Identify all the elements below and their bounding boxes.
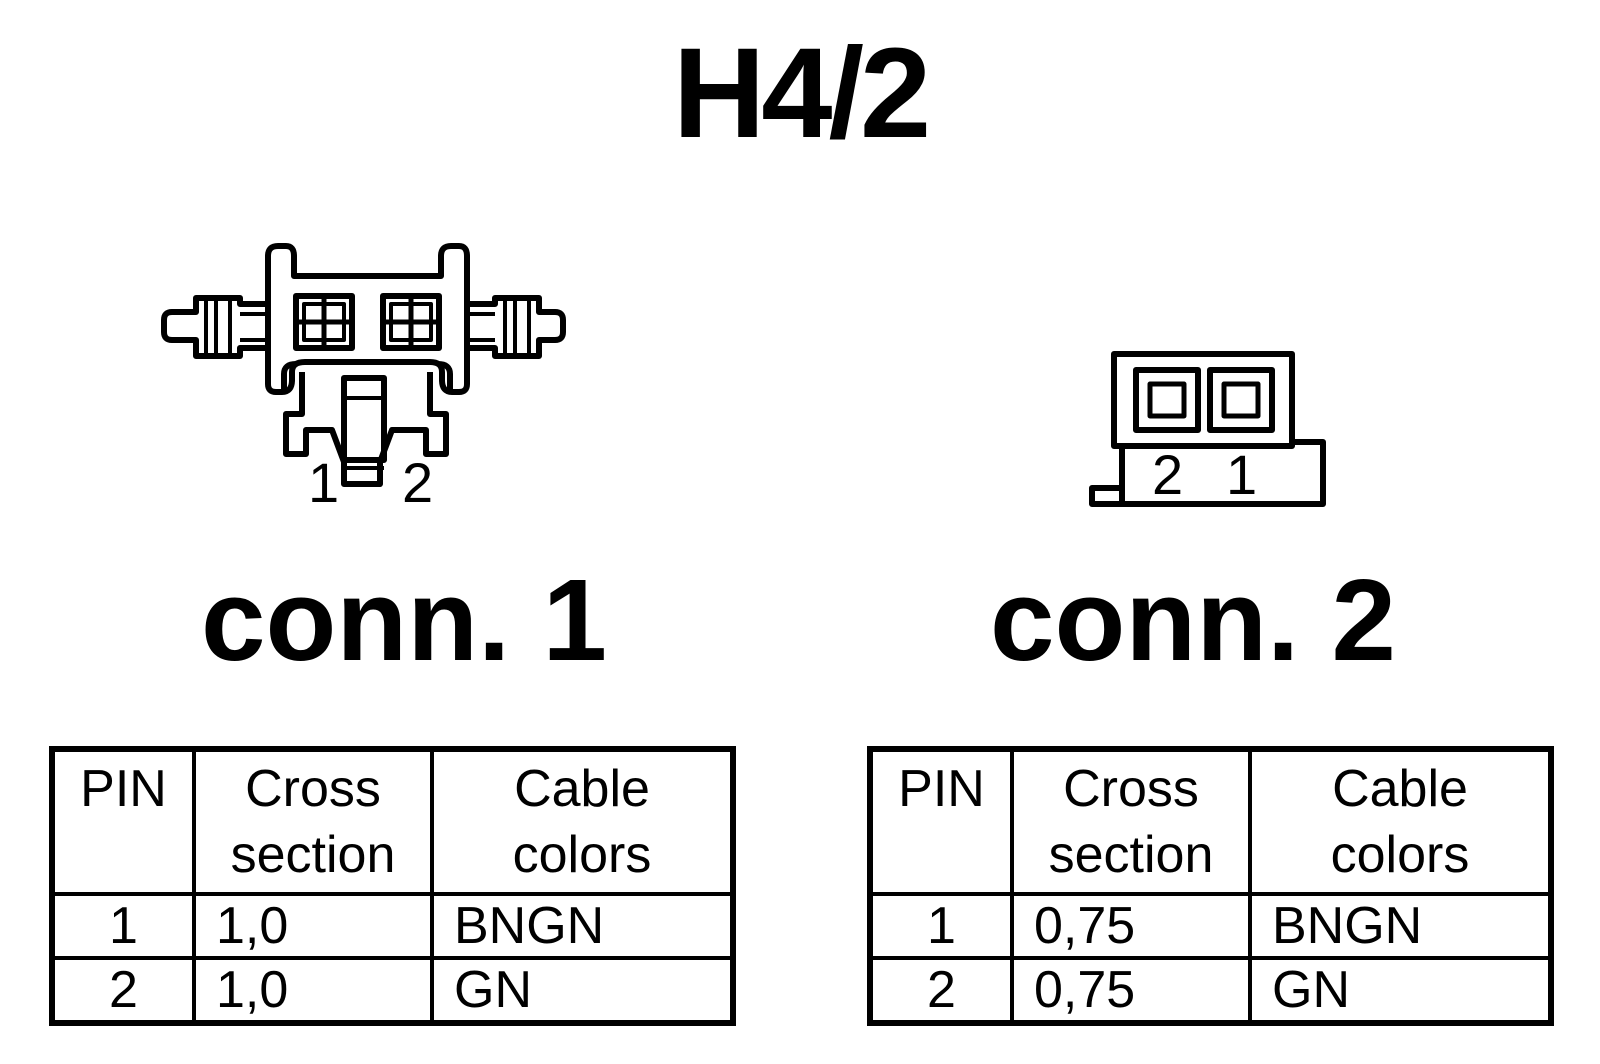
diagram-title: H4/2 [672,22,931,165]
table-row: 2 1,0 GN [50,956,735,1025]
connector-2-pin-label: 1 [1226,443,1257,506]
header-pin: PIN [868,747,1014,896]
connector-2-drawing [1089,351,1326,507]
header-cable-colors: Cable colors [430,747,735,896]
pin-cell: 2 [50,956,196,1025]
header-cable-colors: Cable colors [1248,747,1553,896]
cable-color-cell: GN [430,956,735,1025]
connector-1-pin-label: 2 [402,451,433,514]
cross-section-cell: 0,75 [1010,892,1252,960]
table-row: 1 1,0 BNGN [50,892,735,960]
header-line: Cross [245,760,381,818]
header-cross-section: Cross section [192,747,434,896]
connector-2-cavity-2 [1133,367,1201,433]
header-line: colors [512,826,652,884]
header-line: section [230,826,396,884]
header-line: colors [1330,826,1470,884]
header-pin: PIN [50,747,196,896]
connector-1-tab [341,375,387,463]
connector-2-housing [1111,351,1295,449]
connector-1-ledge [281,361,297,392]
connector-1-left-latch [161,295,268,359]
connector-2-base [1119,439,1326,507]
connector-1-clip [283,372,449,487]
connector-2-label: conn. 2 [989,555,1397,685]
connector-2-cavity-1 [1207,367,1275,433]
cross-section-cell: 1,0 [192,892,434,960]
pin-cell: 1 [868,892,1014,960]
cable-color-cell: BNGN [1248,892,1553,960]
header-line: Cable [1332,760,1468,818]
cable-color-cell: BNGN [430,892,735,960]
table-header-row: PIN Cross section Cable colors [868,747,1553,896]
table-row: 2 0,75 GN [868,956,1553,1025]
cross-section-cell: 0,75 [1010,956,1252,1025]
header-line: PIN [80,760,167,818]
connector-1-label: conn. 1 [200,555,608,685]
connector-1-housing [265,243,470,395]
connector-2-key [1089,485,1122,507]
pin-cell: 2 [868,956,1014,1025]
table-row: 1 0,75 BNGN [868,892,1553,960]
header-line: PIN [898,760,985,818]
header-line: section [1048,826,1214,884]
table-header-row: PIN Cross section Cable colors [50,747,735,896]
header-cross-section: Cross section [1010,747,1252,896]
cross-section-cell: 1,0 [192,956,434,1025]
header-line: Cross [1063,760,1199,818]
connector-1-drawing [161,243,566,487]
cable-color-cell: GN [1248,956,1553,1025]
connector-1-right-latch [467,295,566,359]
connector-1-pin-label: 1 [308,451,339,514]
header-line: Cable [514,760,650,818]
pin-cell: 1 [50,892,196,960]
connector-2-pin-label: 2 [1152,443,1183,506]
connector-2-pin-table: PIN Cross section Cable colors 1 0,75 BNGN… [867,746,1554,1026]
